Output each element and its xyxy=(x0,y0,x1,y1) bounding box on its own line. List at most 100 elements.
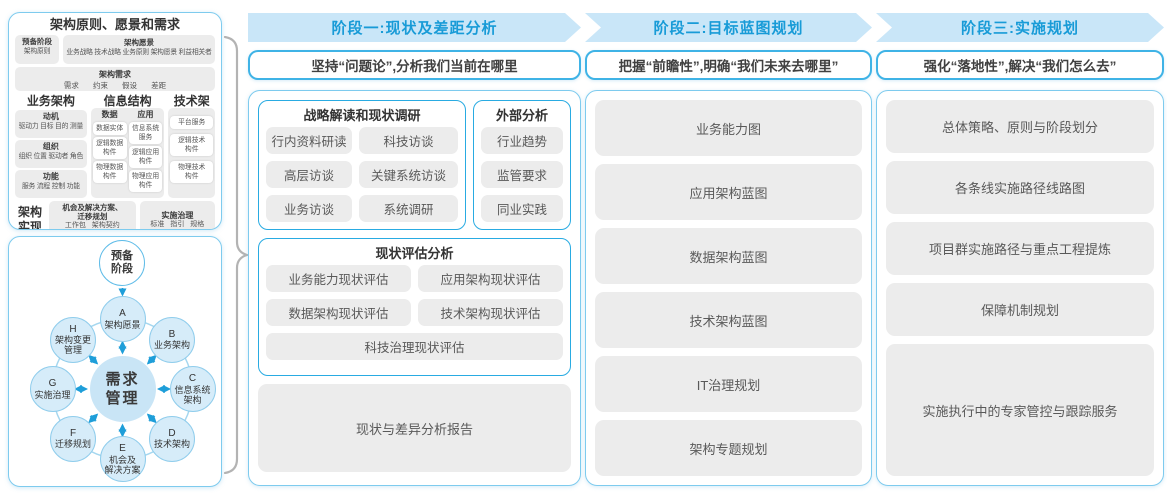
application-subcolumn: 应用 信息系统 服务 逻辑应用 构件 物理应用 构件 xyxy=(128,110,163,196)
external-item: 监管要求 xyxy=(481,161,563,188)
information-structure-title: 信息结构 xyxy=(103,94,152,108)
current-state-assessment-box: 现状评估分析 业务能力现状评估 应用架构现状评估 数据架构现状评估 技术架构现状… xyxy=(258,238,571,376)
architecture-overview-panel: 架构原则、愿景和需求 预备阶段 架构原则 架构愿景 业务战略 技术战略 业务原则… xyxy=(8,12,222,230)
survey-item: 行内资料研读 xyxy=(266,127,353,154)
adm-node-f: F 迁移规划 xyxy=(50,415,96,462)
blueprint-item: 业务能力图 xyxy=(595,100,862,156)
phase-3-subtitle: 强化“落地性”,解决“我们怎么去” xyxy=(876,50,1164,80)
phase-2-subtitle: 把握“前瞻性”,明确“我们未来去哪里” xyxy=(585,50,872,80)
organization-items: 组织 位置 驱动者 角色 xyxy=(18,153,84,160)
function-box: 功能 服务 流程 控制 功能 xyxy=(15,170,87,198)
survey-item: 科技访谈 xyxy=(359,127,458,154)
gap-analysis-report-box: 现状与差异分析报告 xyxy=(258,384,571,472)
blueprint-item: 应用架构蓝图 xyxy=(595,164,862,220)
organization-title: 组织 xyxy=(42,142,59,151)
motivation-box: 动机 驱动力 目标 目的 测量 xyxy=(15,110,87,138)
architecture-realization-label: 架构 实现 xyxy=(17,204,42,230)
node-letter: C xyxy=(188,373,197,385)
node-name: 架构变更 管理 xyxy=(54,335,91,356)
adm-node-preparation: 预备 阶段 xyxy=(99,240,145,286)
phase-2-panel: 业务能力图 应用架构蓝图 数据架构蓝图 技术架构蓝图 IT治理规划 架构专题规划 xyxy=(585,90,872,486)
double-arrow xyxy=(88,354,99,365)
implementation-item: 总体策略、原则与阶段划分 xyxy=(886,100,1154,153)
phase-1-panel: 战略解读和现状调研 行内资料研读 科技访谈 高层访谈 关键系统访谈 业务访谈 系… xyxy=(248,90,581,486)
survey-item: 高层访谈 xyxy=(266,161,353,188)
node-letter: D xyxy=(168,427,176,439)
assessment-title: 现状评估分析 xyxy=(375,246,454,261)
implementation-item: 各条线实施路径线路图 xyxy=(886,161,1154,214)
node-name: 架构愿景 xyxy=(104,319,141,330)
node-letter: B xyxy=(168,328,176,340)
prep-phase-box: 预备阶段 架构原则 xyxy=(15,35,59,64)
phase-2-header: 阶段二:目标蓝图规划 xyxy=(585,13,872,42)
technology-item: 逻辑技术 构件 xyxy=(170,134,213,156)
assessment-item: 技术架构现状评估 xyxy=(418,299,563,326)
blueprint-item: 数据架构蓝图 xyxy=(595,228,862,284)
node-name: 机会及 解决方案 xyxy=(104,454,141,475)
external-item: 行业趋势 xyxy=(481,127,563,154)
adm-node-g: G 实施治理 xyxy=(29,366,76,412)
survey-item: 关键系统访谈 xyxy=(359,161,458,188)
motivation-title: 动机 xyxy=(42,112,59,121)
blueprint-item: 架构专题规划 xyxy=(595,420,862,476)
data-item: 逻辑数据 构件 xyxy=(92,137,127,159)
adm-node-b: B 业务架构 xyxy=(149,316,195,363)
assessment-item: 业务能力现状评估 xyxy=(266,265,411,292)
double-arrow xyxy=(88,413,99,424)
brace-connector xyxy=(223,36,250,474)
data-subcolumn: 数据 数据实体 逻辑数据 构件 物理数据 构件 xyxy=(92,110,127,196)
implementation-item: 保障机制规划 xyxy=(886,283,1154,336)
requirements-items: 需求 约束 假设 差距 xyxy=(63,81,167,90)
arch-principles-label: 架构原则 xyxy=(23,47,51,55)
opportunities-title: 机会及解决方案、 迁移规划 xyxy=(62,203,123,221)
blueprint-item: 技术架构蓝图 xyxy=(595,292,862,348)
adm-cycle-panel: 预备 阶段 需求 管理 A 架构愿景 B 业务架构 C 信息系统 架构 D 技术… xyxy=(8,236,222,487)
application-label: 应用 xyxy=(137,110,154,119)
technology-item: 物理技术 构件 xyxy=(170,161,213,183)
application-item: 信息系统 服务 xyxy=(128,122,163,144)
assessment-item: 应用架构现状评估 xyxy=(418,265,563,292)
application-item: 物理应用 构件 xyxy=(128,170,163,192)
strategy-survey-box: 战略解读和现状调研 行内资料研读 科技访谈 高层访谈 关键系统访谈 业务访谈 系… xyxy=(258,100,466,230)
phase-3-header: 阶段三:实施规划 xyxy=(876,13,1164,42)
node-letter: E xyxy=(119,443,126,455)
node-name: 信息系统 架构 xyxy=(174,384,211,405)
information-structure-column: 信息结构 数据 数据实体 逻辑数据 构件 物理数据 构件 应用 信息系统 服务 … xyxy=(90,94,165,198)
adm-center-requirements-management: 需求 管理 xyxy=(89,356,156,422)
data-item: 物理数据 构件 xyxy=(92,161,127,183)
node-letter: F xyxy=(69,427,77,439)
implementation-governance-box: 实施治理 标准 指引 规格 xyxy=(139,201,215,229)
data-label: 数据 xyxy=(101,110,118,119)
assessment-item: 科技治理现状评估 xyxy=(266,333,563,360)
survey-item: 系统调研 xyxy=(359,195,458,222)
technical-architecture-title: 技术架构 xyxy=(173,94,210,122)
panel-title: 架构原则、愿景和需求 xyxy=(49,17,180,32)
technical-architecture-column: 技术架构 平台服务 逻辑技术 构件 物理技术 构件 xyxy=(168,94,215,198)
opportunities-migration-box: 机会及解决方案、 迁移规划 工作包 架构契约 xyxy=(49,201,136,229)
phase-3-panel: 总体策略、原则与阶段划分 各条线实施路径线路图 项目群实施路径与重点工程提炼 保… xyxy=(876,90,1164,486)
opportunities-items: 工作包 架构契约 xyxy=(64,222,120,229)
external-analysis-box: 外部分析 行业趋势 监管要求 同业实践 xyxy=(473,100,571,230)
vision-items: 业务战略 技术战略 业务原则 架构愿景 利益相关者 xyxy=(66,49,212,56)
phase-1-column: 阶段一:现状及差距分析 坚持“问题论”,分析我们当前在哪里 战略解读和现状调研 … xyxy=(248,13,581,486)
double-arrows xyxy=(74,288,171,438)
phase-3-column: 阶段三:实施规划 强化“落地性”,解决“我们怎么去” 总体策略、原则与阶段划分 … xyxy=(876,13,1164,486)
node-name: 业务架构 xyxy=(153,340,190,351)
data-item: 数据实体 xyxy=(92,122,127,135)
assessment-item: 数据架构现状评估 xyxy=(266,299,411,326)
external-title: 外部分析 xyxy=(495,108,548,123)
prep-phase-label: 预备阶段 xyxy=(22,37,52,46)
adm-node-h: H 架构变更 管理 xyxy=(50,316,96,363)
business-architecture-title: 业务架构 xyxy=(26,94,75,108)
node-name: 技术架构 xyxy=(153,439,190,450)
adm-node-a: A 架构愿景 xyxy=(99,296,146,342)
blueprint-item: IT治理规划 xyxy=(595,356,862,412)
phase-1-header: 阶段一:现状及差距分析 xyxy=(248,13,581,42)
adm-node-e: E 机会及 解决方案 xyxy=(99,436,146,482)
node-name: 实施治理 xyxy=(34,389,71,400)
node-letter: G xyxy=(48,378,57,390)
double-arrow xyxy=(146,413,157,424)
organization-box: 组织 组织 位置 驱动者 角色 xyxy=(15,140,87,168)
governance-title: 实施治理 xyxy=(161,211,194,220)
